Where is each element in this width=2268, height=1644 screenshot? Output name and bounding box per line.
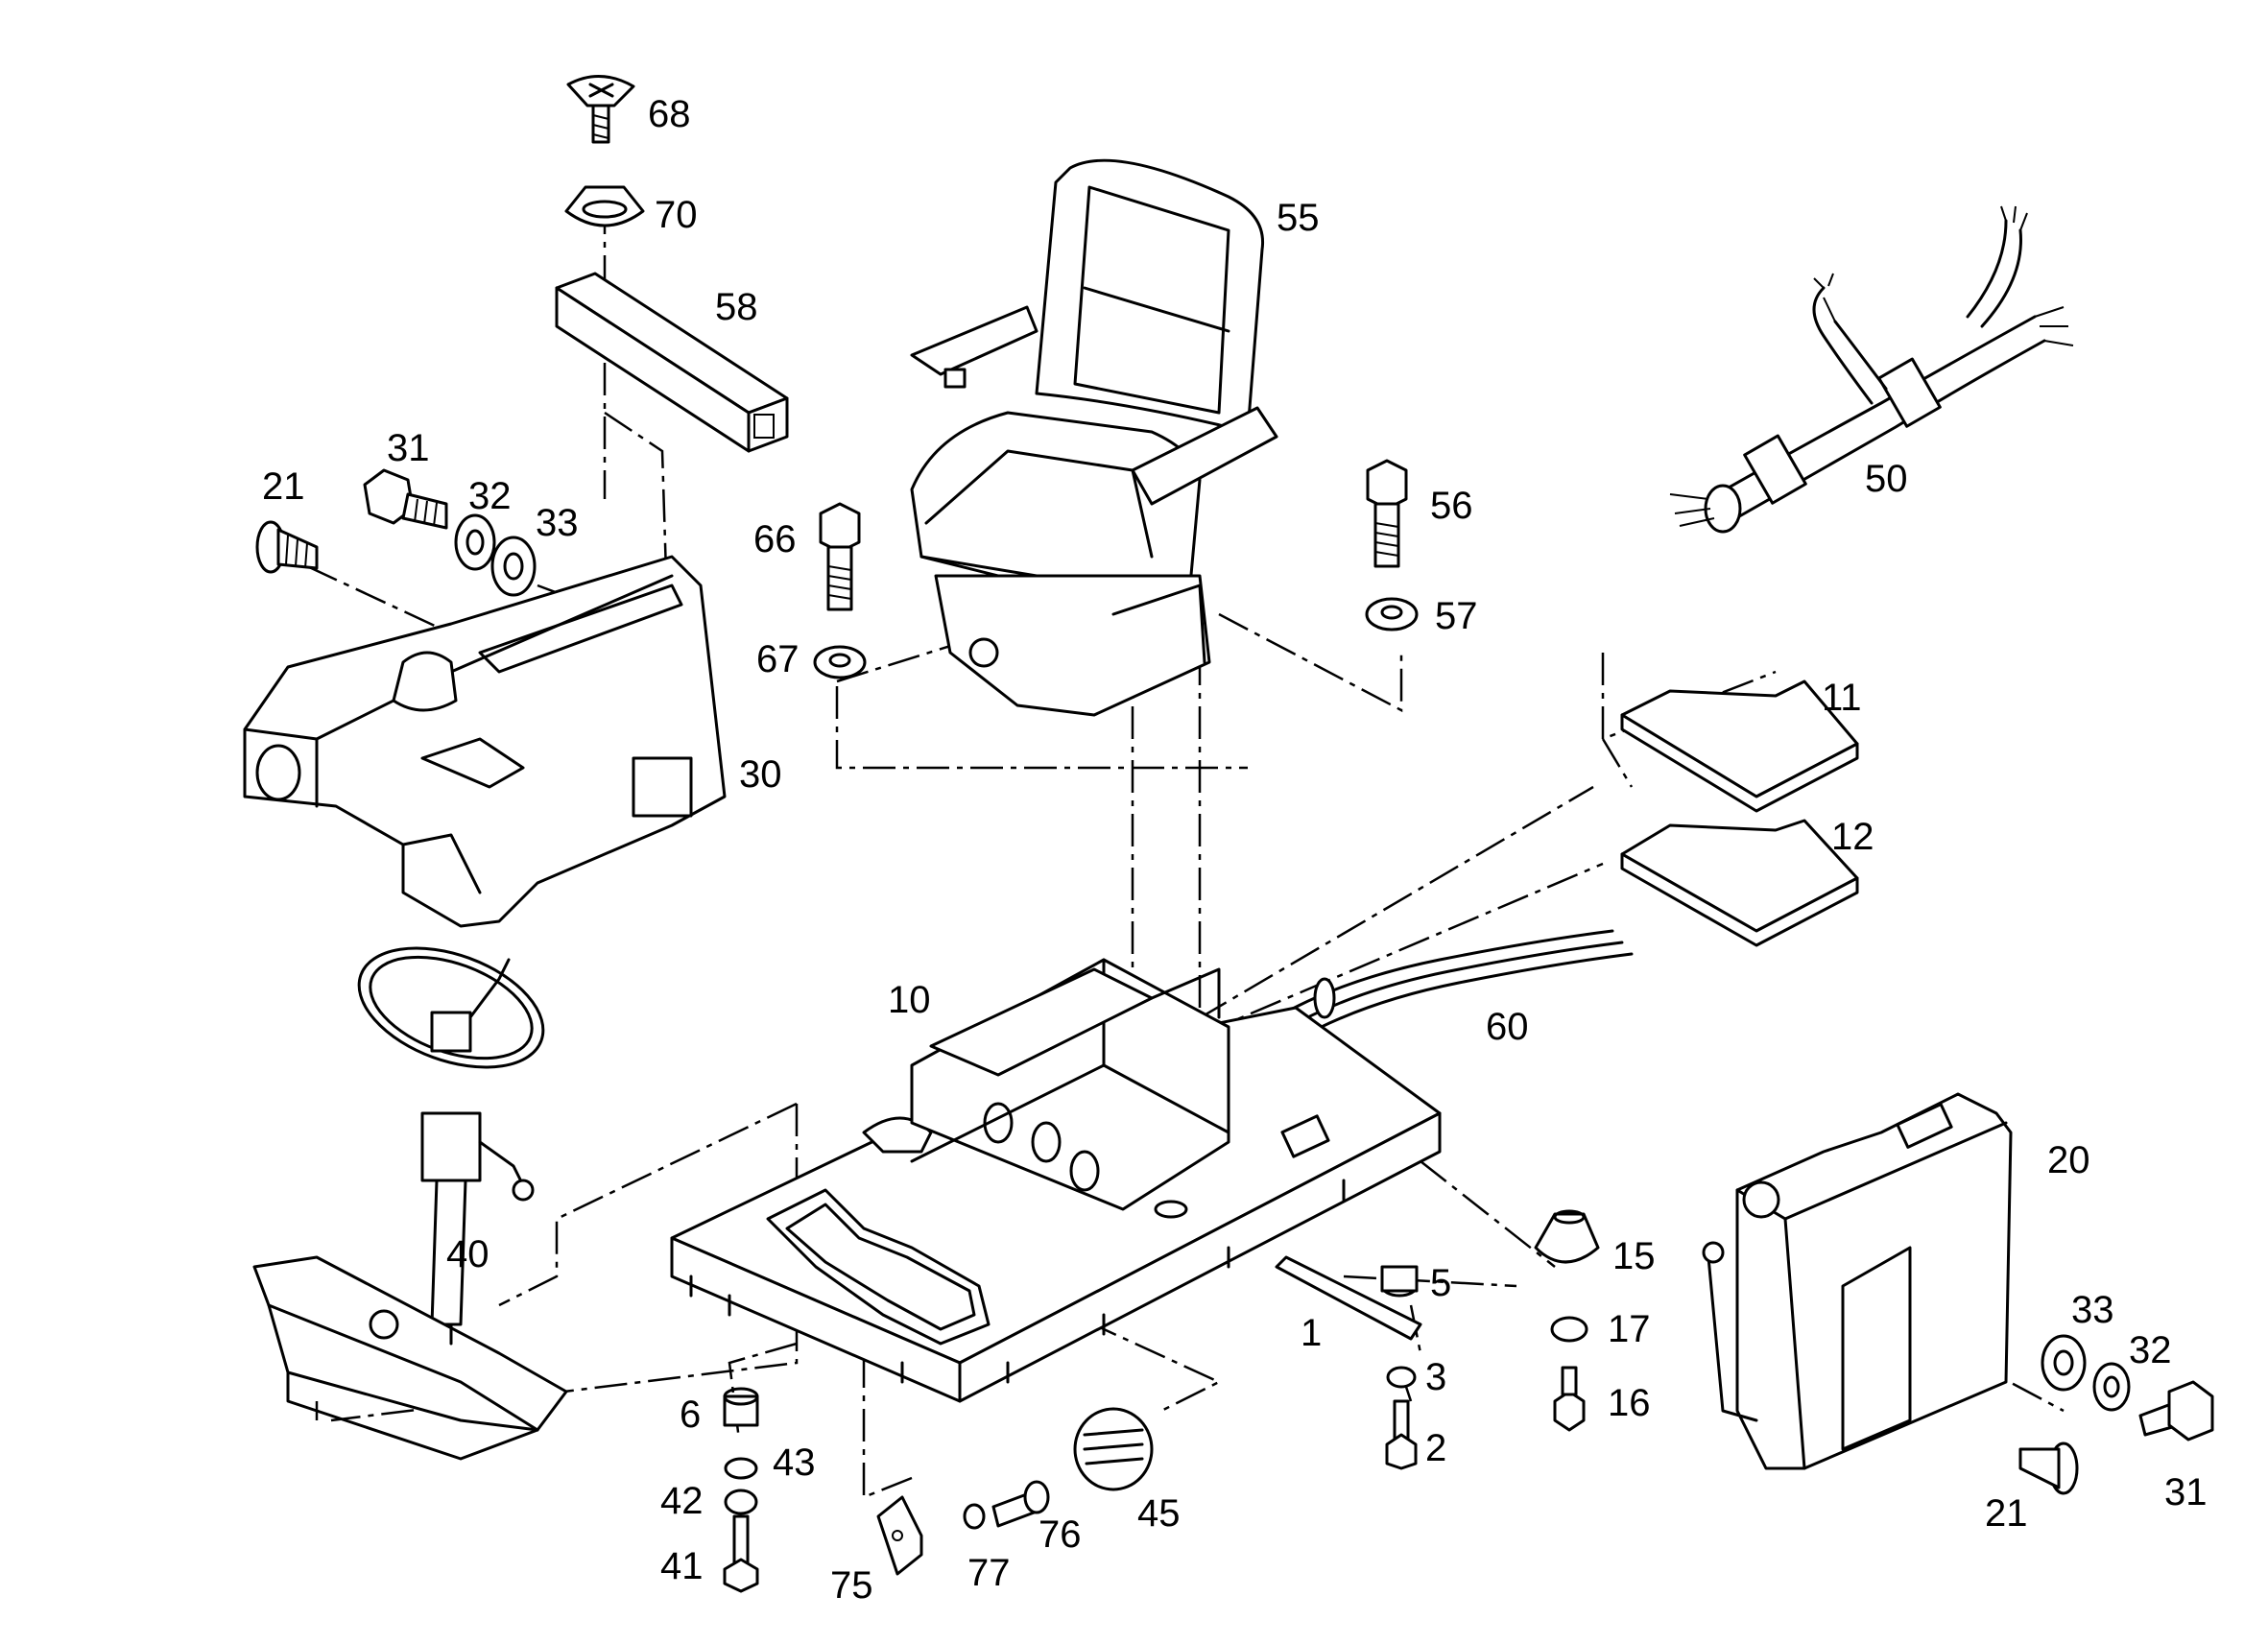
nut-16 xyxy=(1553,1366,1586,1432)
screw-76 xyxy=(991,1480,1050,1528)
washer-67 xyxy=(813,645,867,679)
callout-21: 21 xyxy=(262,465,305,508)
callout-12: 12 xyxy=(1831,816,1874,858)
callout-32: 32 xyxy=(468,475,512,517)
isolator-6 xyxy=(723,1387,759,1427)
callout-58: 58 xyxy=(715,286,758,328)
callout-31-right: 31 xyxy=(2164,1471,2208,1513)
callout-30: 30 xyxy=(739,753,782,796)
callout-70: 70 xyxy=(655,194,698,236)
callout-75: 75 xyxy=(830,1564,873,1607)
callout-11: 11 xyxy=(1822,677,1862,719)
screw-21-lower xyxy=(2018,1441,2079,1495)
callout-42: 42 xyxy=(660,1480,704,1522)
callout-3: 3 xyxy=(1425,1356,1446,1398)
mat-12 xyxy=(1620,819,1859,947)
callout-16: 16 xyxy=(1608,1382,1651,1424)
callout-17: 17 xyxy=(1608,1308,1651,1350)
callout-20: 20 xyxy=(2047,1139,2090,1181)
bolt-31-upper xyxy=(363,468,448,530)
mat-11 xyxy=(1620,679,1859,813)
bracket-75 xyxy=(876,1495,923,1576)
callout-40: 40 xyxy=(446,1233,489,1275)
callout-68: 68 xyxy=(648,93,691,135)
callout-33: 33 xyxy=(536,502,579,544)
callout-15: 15 xyxy=(1612,1235,1656,1277)
bolt-41 xyxy=(723,1514,759,1593)
callout-77: 77 xyxy=(967,1552,1011,1594)
callout-41: 41 xyxy=(660,1545,704,1587)
tube-58 xyxy=(555,272,789,453)
callout-2: 2 xyxy=(1425,1427,1446,1469)
washer-77 xyxy=(963,1503,986,1530)
steering-column-40 xyxy=(252,946,568,1461)
callout-66: 66 xyxy=(753,518,797,560)
bracket-1 xyxy=(1275,1255,1422,1341)
callout-21-right: 21 xyxy=(1985,1492,2028,1535)
washer-43 xyxy=(724,1457,758,1480)
callout-31: 31 xyxy=(387,427,430,469)
seat-55 xyxy=(910,158,1278,717)
washer-3 xyxy=(1386,1366,1417,1389)
washer-32-upper xyxy=(454,513,496,571)
callout-5: 5 xyxy=(1430,1262,1451,1304)
callout-55: 55 xyxy=(1277,197,1320,239)
floor-plate-10 xyxy=(670,958,1442,1403)
washer-33-upper xyxy=(490,536,537,597)
isolator-5 xyxy=(1380,1265,1419,1298)
callout-45: 45 xyxy=(1137,1492,1181,1535)
mount-15 xyxy=(1534,1209,1600,1264)
console-30 xyxy=(243,555,727,928)
screw-68 xyxy=(566,75,635,144)
bolt-66 xyxy=(819,502,861,611)
callout-1: 1 xyxy=(1301,1312,1322,1354)
washer-70 xyxy=(564,185,645,227)
grommet-45 xyxy=(1073,1407,1154,1491)
bolt-31-lower xyxy=(2138,1380,2214,1441)
hoses-60 xyxy=(1275,929,1634,1042)
cable-50 xyxy=(1669,205,2074,534)
washer-33-lower xyxy=(2041,1334,2087,1392)
bolt-56 xyxy=(1366,459,1408,568)
callout-labels: 68 70 58 31 21 32 33 30 55 66 67 56 57 5… xyxy=(262,93,2208,1607)
washer-32-lower xyxy=(2092,1362,2131,1412)
callout-50: 50 xyxy=(1865,458,1908,500)
bolt-2 xyxy=(1385,1399,1418,1470)
washer-17 xyxy=(1550,1316,1588,1343)
callout-76: 76 xyxy=(1039,1513,1082,1556)
callout-32-right: 32 xyxy=(2129,1329,2172,1371)
callout-56: 56 xyxy=(1430,485,1473,527)
nut-42 xyxy=(724,1489,758,1515)
callout-57: 57 xyxy=(1435,595,1478,637)
callout-43: 43 xyxy=(773,1441,816,1484)
callout-33-right: 33 xyxy=(2071,1289,2114,1331)
callout-67: 67 xyxy=(756,638,800,680)
callout-10: 10 xyxy=(888,979,931,1021)
screw-21-upper xyxy=(255,520,319,574)
callout-6: 6 xyxy=(680,1394,701,1436)
console-20 xyxy=(1702,1092,2013,1470)
callout-60: 60 xyxy=(1486,1006,1529,1048)
washer-57 xyxy=(1365,597,1419,631)
